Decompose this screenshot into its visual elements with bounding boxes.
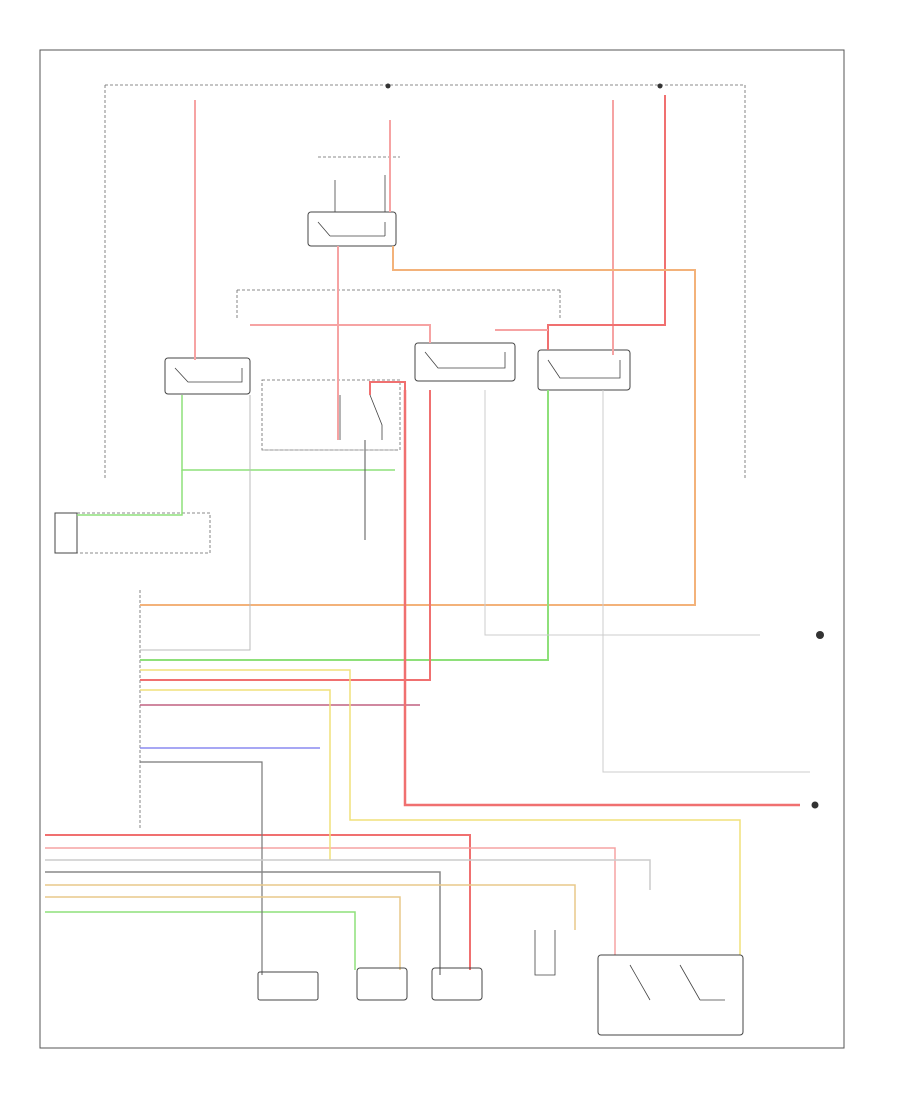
- center-switch: [261, 379, 401, 451]
- left-module: [54, 512, 211, 554]
- ground-terminals: [385, 83, 824, 809]
- diagram-frame: [39, 49, 845, 1049]
- bottom-components: [257, 930, 744, 1036]
- compressor-relay: [164, 357, 251, 395]
- middle-relay: [414, 342, 516, 382]
- wires: [45, 95, 810, 975]
- power-distribution-dashed: [104, 84, 746, 480]
- condenser-relay: [537, 349, 631, 391]
- top-relay: [307, 175, 397, 247]
- control-module: [45, 590, 141, 836]
